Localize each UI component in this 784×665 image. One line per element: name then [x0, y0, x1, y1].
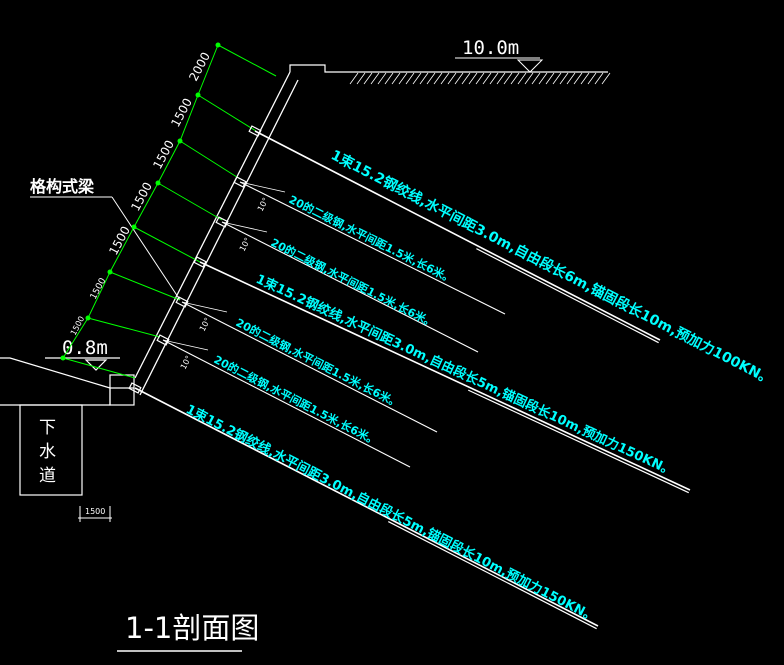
slope-face — [134, 71, 299, 396]
anchor-group: 1束15.2钢绞线,水平间距3.0m,自由段长6m,锚固段长10m,预加力100… — [128, 125, 776, 630]
drain-width-label: 1500 — [85, 507, 105, 516]
anchor-angle-label: 10° — [179, 354, 194, 371]
bottom-elevation-label: 0.8m — [62, 337, 108, 359]
drain-char-1: 下 — [39, 418, 56, 438]
anchor-label: 1束15.2钢绞线,水平间距3.0m,自由段长5m,锚固段长10m,预加力150… — [183, 401, 599, 625]
top-elevation-label: 10.0m — [462, 37, 519, 59]
anchor: 1束15.2钢绞线,水平间距3.0m,自由段长5m,锚固段长10m,预加力150… — [128, 382, 599, 630]
lattice-beam-label: 格构式梁 — [30, 177, 95, 196]
section-title-group: 1-1剖面图 — [117, 611, 259, 652]
anchor-angle-label: 10° — [238, 236, 253, 253]
top-cap — [289, 64, 345, 73]
lattice-beam-callout: 格构式梁 — [30, 177, 181, 301]
dimension-label: 1500 — [69, 315, 87, 337]
anchor-angle-label: 10° — [256, 196, 271, 213]
drain-char-3: 道 — [39, 466, 56, 486]
anchor-angle-label: 10° — [198, 316, 213, 333]
anchor: 10°20的二级钢,水平间距1.5米,长6米。 — [156, 334, 411, 468]
drain-char-2: 水 — [39, 442, 56, 462]
anchor: 1束15.2钢绞线,水平间距3.0m,自由段长6m,锚固段长10m,预加力100… — [248, 125, 776, 389]
section-title: 1-1剖面图 — [125, 611, 259, 645]
dimension-label: 1500 — [106, 224, 133, 258]
dimension-label: 1500 — [89, 276, 109, 301]
drain-width-dimension — [78, 506, 112, 522]
drain-box — [19, 404, 83, 496]
slope-toe — [0, 357, 135, 406]
top-ground: 10.0m — [345, 37, 611, 85]
